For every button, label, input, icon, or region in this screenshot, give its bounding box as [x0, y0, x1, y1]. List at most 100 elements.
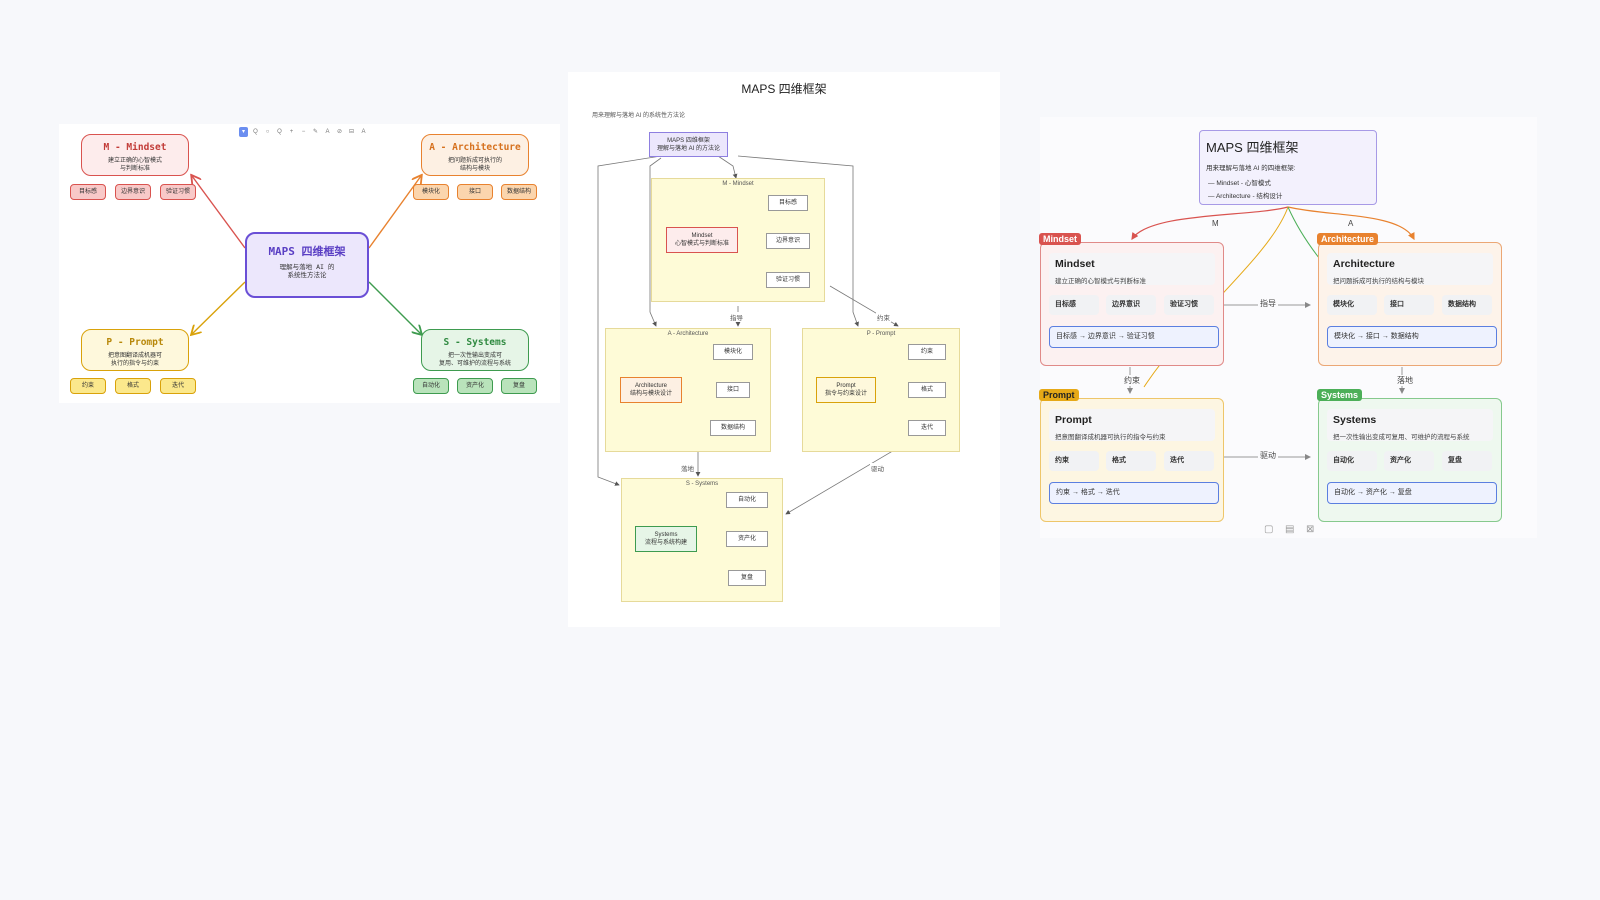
prompt-chip[interactable]: 迭代	[160, 378, 196, 394]
architecture-leaf[interactable]: 接口	[716, 382, 750, 398]
prompt-pill[interactable]: 格式	[1106, 451, 1156, 471]
prompt-description: 把意图翻译成机器可执行的指令与约束	[1055, 434, 1166, 441]
mindset-card[interactable]: M - Mindset 建立正确的心智模式 与判断标准	[81, 134, 189, 176]
systems-node[interactable]: Systems 流程与系统构建	[635, 526, 697, 552]
systems-pill[interactable]: 资产化	[1384, 451, 1434, 471]
systems-card[interactable]: S - Systems 把一次性输出变成可 复用、可维护的流程与系统	[421, 329, 529, 371]
mindset-leaf[interactable]: 目标感	[768, 195, 808, 211]
mindset-pill[interactable]: 边界意识	[1106, 295, 1156, 315]
prompt-leaf[interactable]: 迭代	[908, 420, 946, 436]
center-desc-2: 系统性方法论	[287, 271, 327, 279]
search-tool-icon[interactable]: Q	[253, 129, 258, 135]
copy-icon[interactable]: ▢	[1264, 524, 1274, 535]
prompt-leaf[interactable]: 约束	[908, 344, 946, 360]
flowchart-panel: MAPS 四维框架 用来理解与落地 AI 的系统性方法论	[568, 72, 1000, 627]
zoom-tool-icon[interactable]: Q	[277, 129, 282, 135]
maps-title-card[interactable]: MAPS 四维框架 用来理解与落地 AI 的四维框架: — Mindset - …	[1199, 130, 1377, 205]
mindmap-connectors	[59, 124, 560, 403]
mindset-tag: Mindset	[1039, 233, 1082, 245]
root-node[interactable]: MAPS 四维框架 理解与落地 AI 的方法论	[649, 132, 728, 157]
prompt-flow[interactable]: 约束 → 格式 → 迭代	[1049, 482, 1219, 504]
architecture-chip[interactable]: 接口	[457, 184, 493, 200]
systems-chip[interactable]: 自动化	[413, 378, 449, 394]
mindset-desc-1: 建立正确的心智模式	[107, 157, 162, 164]
systems-chip[interactable]: 资产化	[457, 378, 493, 394]
edge-label-drive: 驱动	[870, 463, 885, 473]
eraser-tool-icon[interactable]: ⊘	[336, 129, 343, 135]
systems-flow[interactable]: 自动化 → 资产化 → 复盘	[1327, 482, 1497, 504]
systems-leaf[interactable]: 复盘	[728, 570, 766, 586]
pen-tool-icon[interactable]: ✎	[312, 129, 319, 135]
image-icon[interactable]: ⊠	[1306, 524, 1315, 535]
architecture-desc-1: 把问题拆成可执行的	[447, 157, 502, 164]
mindset-chip[interactable]: 边界意识	[115, 184, 151, 200]
mindset-chip[interactable]: 目标感	[70, 184, 106, 200]
systems-leaf[interactable]: 自动化	[726, 492, 768, 508]
edge-center-systems	[368, 281, 421, 334]
root-line-1: MAPS 四维框架	[667, 138, 710, 144]
architecture-pill[interactable]: 模块化	[1327, 295, 1377, 315]
group-prompt-label: P - Prompt	[866, 331, 896, 337]
architecture-leaf[interactable]: 模块化	[713, 344, 753, 360]
systems-chip[interactable]: 复盘	[501, 378, 537, 394]
architecture-node-desc: 结构与模块设计	[629, 391, 672, 397]
prompt-pill[interactable]: 约束	[1049, 451, 1099, 471]
prompt-card[interactable]: P - Prompt 把意图翻译成机器可 执行的指令与约束	[81, 329, 189, 371]
architecture-pill[interactable]: 接口	[1384, 295, 1434, 315]
systems-pill[interactable]: 复盘	[1442, 451, 1492, 471]
mindset-pill[interactable]: 验证习惯	[1164, 295, 1214, 315]
prompt-node[interactable]: Prompt 指令与约束设计	[816, 377, 876, 403]
mindset-desc-2: 与判断标准	[119, 165, 150, 172]
systems-leaf[interactable]: 资产化	[726, 531, 768, 547]
architecture-pill[interactable]: 数据结构	[1442, 295, 1492, 315]
drawing-toolbar: ▾ Q ○ Q + − ✎ A ⊘ ⊟ A	[239, 127, 368, 137]
prompt-desc-2: 执行的指令与约束	[110, 360, 159, 367]
edge-center-architecture	[368, 176, 421, 249]
text-tool-icon[interactable]: A	[325, 129, 330, 135]
mindset-chip[interactable]: 验证习惯	[160, 184, 196, 200]
systems-node-title: Systems	[654, 532, 678, 538]
mindset-leaf[interactable]: 验证习惯	[766, 272, 810, 288]
edge-center-mindset	[192, 176, 246, 249]
center-card[interactable]: MAPS 四维框架 理解与落地 AI 的 系统性方法论	[245, 232, 369, 298]
architecture-title: A - Architecture	[429, 142, 521, 153]
prompt-node-desc: 指令与约束设计	[824, 391, 867, 397]
branch-label-a: A	[1346, 219, 1356, 228]
circle-tool-icon[interactable]: ○	[265, 129, 270, 135]
architecture-tag: Architecture	[1317, 233, 1379, 245]
mindset-heading: Mindset	[1055, 258, 1095, 270]
mindset-flow[interactable]: 目标感 → 边界意识 → 验证习惯	[1049, 326, 1219, 348]
prompt-header: Prompt 把意图翻译成机器可执行的指令与约束	[1049, 409, 1215, 441]
systems-heading: Systems	[1333, 414, 1377, 426]
systems-desc-1: 把一次性输出变成可	[447, 352, 502, 359]
center-desc-1: 理解与落地 AI 的	[279, 263, 335, 271]
architecture-chip[interactable]: 数据结构	[501, 184, 537, 200]
edge-label-land: 落地	[1395, 375, 1415, 386]
select-tool-icon[interactable]: ▾	[239, 127, 248, 137]
architecture-card[interactable]: A - Architecture 把问题拆成可执行的 结构与模块	[421, 134, 529, 176]
mindset-pill[interactable]: 目标感	[1049, 295, 1099, 315]
frame-tool-icon[interactable]: ⊟	[348, 129, 355, 135]
architecture-node[interactable]: Architecture 结构与模块设计	[620, 377, 682, 403]
systems-pill[interactable]: 自动化	[1327, 451, 1377, 471]
architecture-flow[interactable]: 模块化 → 接口 → 数据结构	[1327, 326, 1497, 348]
architecture-node-title: Architecture	[634, 383, 667, 389]
mindset-node[interactable]: Mindset 心智模式与判断标准	[666, 227, 738, 253]
zoom-out-icon[interactable]: −	[301, 129, 306, 135]
document-icon[interactable]: ▤	[1285, 524, 1295, 535]
mindmap-panel: ▾ Q ○ Q + − ✎ A ⊘ ⊟ A MAPS 四维框架 理解与落地 AI…	[59, 124, 560, 403]
prompt-chip[interactable]: 格式	[115, 378, 151, 394]
prompt-leaf[interactable]: 格式	[908, 382, 946, 398]
mindset-node-desc: 心智模式与判断标准	[674, 241, 729, 247]
architecture-leaf[interactable]: 数据结构	[710, 420, 756, 436]
prompt-pill[interactable]: 迭代	[1164, 451, 1214, 471]
architecture-desc-2: 结构与模块	[459, 165, 490, 172]
edge-label-land: 落地	[680, 463, 695, 473]
font-tool-icon[interactable]: A	[361, 129, 366, 135]
architecture-chip[interactable]: 模块化	[413, 184, 449, 200]
architecture-description: 把问题拆成可执行的结构与模块	[1333, 278, 1424, 285]
mindset-leaf[interactable]: 边界意识	[766, 233, 810, 249]
maps-list-item: — Architecture - 结构设计	[1208, 193, 1283, 200]
prompt-chip[interactable]: 约束	[70, 378, 106, 394]
zoom-in-icon[interactable]: +	[289, 129, 294, 135]
